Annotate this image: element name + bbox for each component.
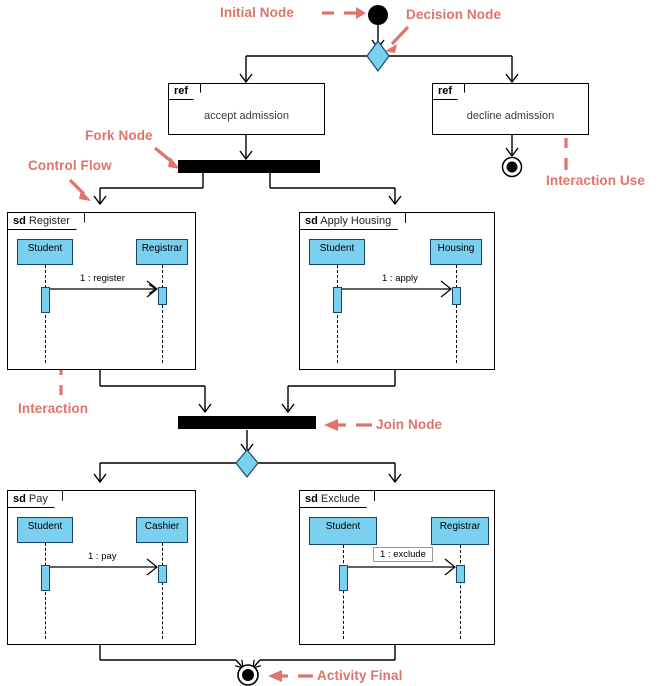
activation-housing	[452, 287, 461, 305]
activation-student	[333, 287, 342, 313]
fork-bar	[178, 160, 320, 173]
message-label-exclude: 1 : exclude	[373, 547, 433, 562]
lifeline-head-student[interactable]: Student	[309, 517, 377, 545]
ref-name-accept-admission: accept admission	[204, 110, 289, 122]
frame-tag-exclude: sd Exclude	[300, 491, 375, 508]
annotation-initial-node: Initial Node	[220, 5, 294, 20]
frame-keyword: sd	[305, 215, 318, 227]
lifeline-registrar	[460, 545, 461, 639]
message-label-pay: 1 : pay	[88, 551, 117, 562]
annotation-activity-final: Activity Final	[317, 668, 403, 683]
lifeline-head-registrar[interactable]: Registrar	[136, 239, 188, 265]
activation-registrar	[456, 565, 465, 583]
frame-tag-pay: sd Pay	[8, 491, 63, 508]
interaction-frame-apply-housing[interactable]: sd Apply Housing Student Housing 1 : app…	[299, 212, 495, 370]
message-arrow-layer	[342, 280, 452, 298]
final-node-marker-right	[501, 156, 523, 178]
lifeline-head-cashier[interactable]: Cashier	[136, 517, 188, 543]
frame-name: Register	[28, 215, 70, 227]
lifeline-student	[45, 265, 46, 363]
annotation-interaction-use: Interaction Use	[546, 173, 646, 188]
lifeline-head-student[interactable]: Student	[17, 239, 73, 265]
ref-box-decline-admission[interactable]: ref decline admission	[432, 83, 589, 135]
lifeline-student	[343, 545, 344, 639]
message-label-register: 1 : register	[80, 273, 125, 284]
message-arrow-layer	[50, 280, 158, 298]
frame-tag-apply-housing: sd Apply Housing	[300, 213, 406, 230]
lifeline-student	[45, 543, 46, 639]
frame-keyword: sd	[305, 493, 318, 505]
frame-name: Exclude	[320, 493, 361, 505]
activation-student	[339, 565, 348, 591]
ref-box-accept-admission[interactable]: ref accept admission	[168, 83, 325, 135]
annotation-control-flow: Control Flow	[28, 158, 112, 173]
join-bar	[178, 416, 316, 429]
frame-tag-register: sd Register	[8, 213, 85, 230]
activation-cashier	[158, 565, 167, 583]
frame-name: Pay	[28, 493, 48, 505]
lifeline-housing	[456, 265, 457, 363]
lifeline-head-student[interactable]: Student	[17, 517, 73, 543]
message-label-apply: 1 : apply	[382, 273, 418, 284]
message-arrow-layer	[50, 558, 158, 576]
lifeline-head-housing[interactable]: Housing	[430, 239, 482, 265]
interaction-frame-exclude[interactable]: sd Exclude Student Registrar 1 : exclude	[299, 490, 495, 645]
annotation-join-node: Join Node	[376, 417, 443, 432]
ref-name-decline-admission: decline admission	[466, 110, 555, 122]
decision-diamond-top	[366, 39, 390, 73]
ref-keyword-label: ref	[433, 84, 465, 100]
lifeline-student	[337, 265, 338, 363]
annotation-interaction: Interaction	[18, 401, 89, 416]
initial-node-marker	[368, 5, 388, 25]
interaction-frame-pay[interactable]: sd Pay Student Cashier 1 : pay	[7, 490, 196, 645]
lifeline-registrar	[162, 265, 163, 363]
activation-student	[41, 565, 50, 591]
frame-keyword: sd	[13, 493, 26, 505]
annotation-decision-node: Decision Node	[406, 7, 502, 22]
frame-name: Apply Housing	[320, 215, 392, 227]
activation-registrar	[158, 287, 167, 305]
lifeline-head-registrar[interactable]: Registrar	[431, 517, 489, 545]
decision-diamond-bottom	[235, 449, 259, 478]
final-node-marker-bottom	[237, 664, 259, 686]
interaction-frame-register[interactable]: sd Register Student Registrar 1 : regist…	[7, 212, 196, 370]
lifeline-cashier	[162, 543, 163, 639]
frame-keyword: sd	[13, 215, 26, 227]
annotation-fork-node: Fork Node	[85, 128, 153, 143]
activation-student	[41, 287, 50, 313]
message-arrow-layer	[348, 558, 456, 576]
ref-keyword-label: ref	[169, 84, 201, 100]
lifeline-head-student[interactable]: Student	[309, 239, 365, 265]
